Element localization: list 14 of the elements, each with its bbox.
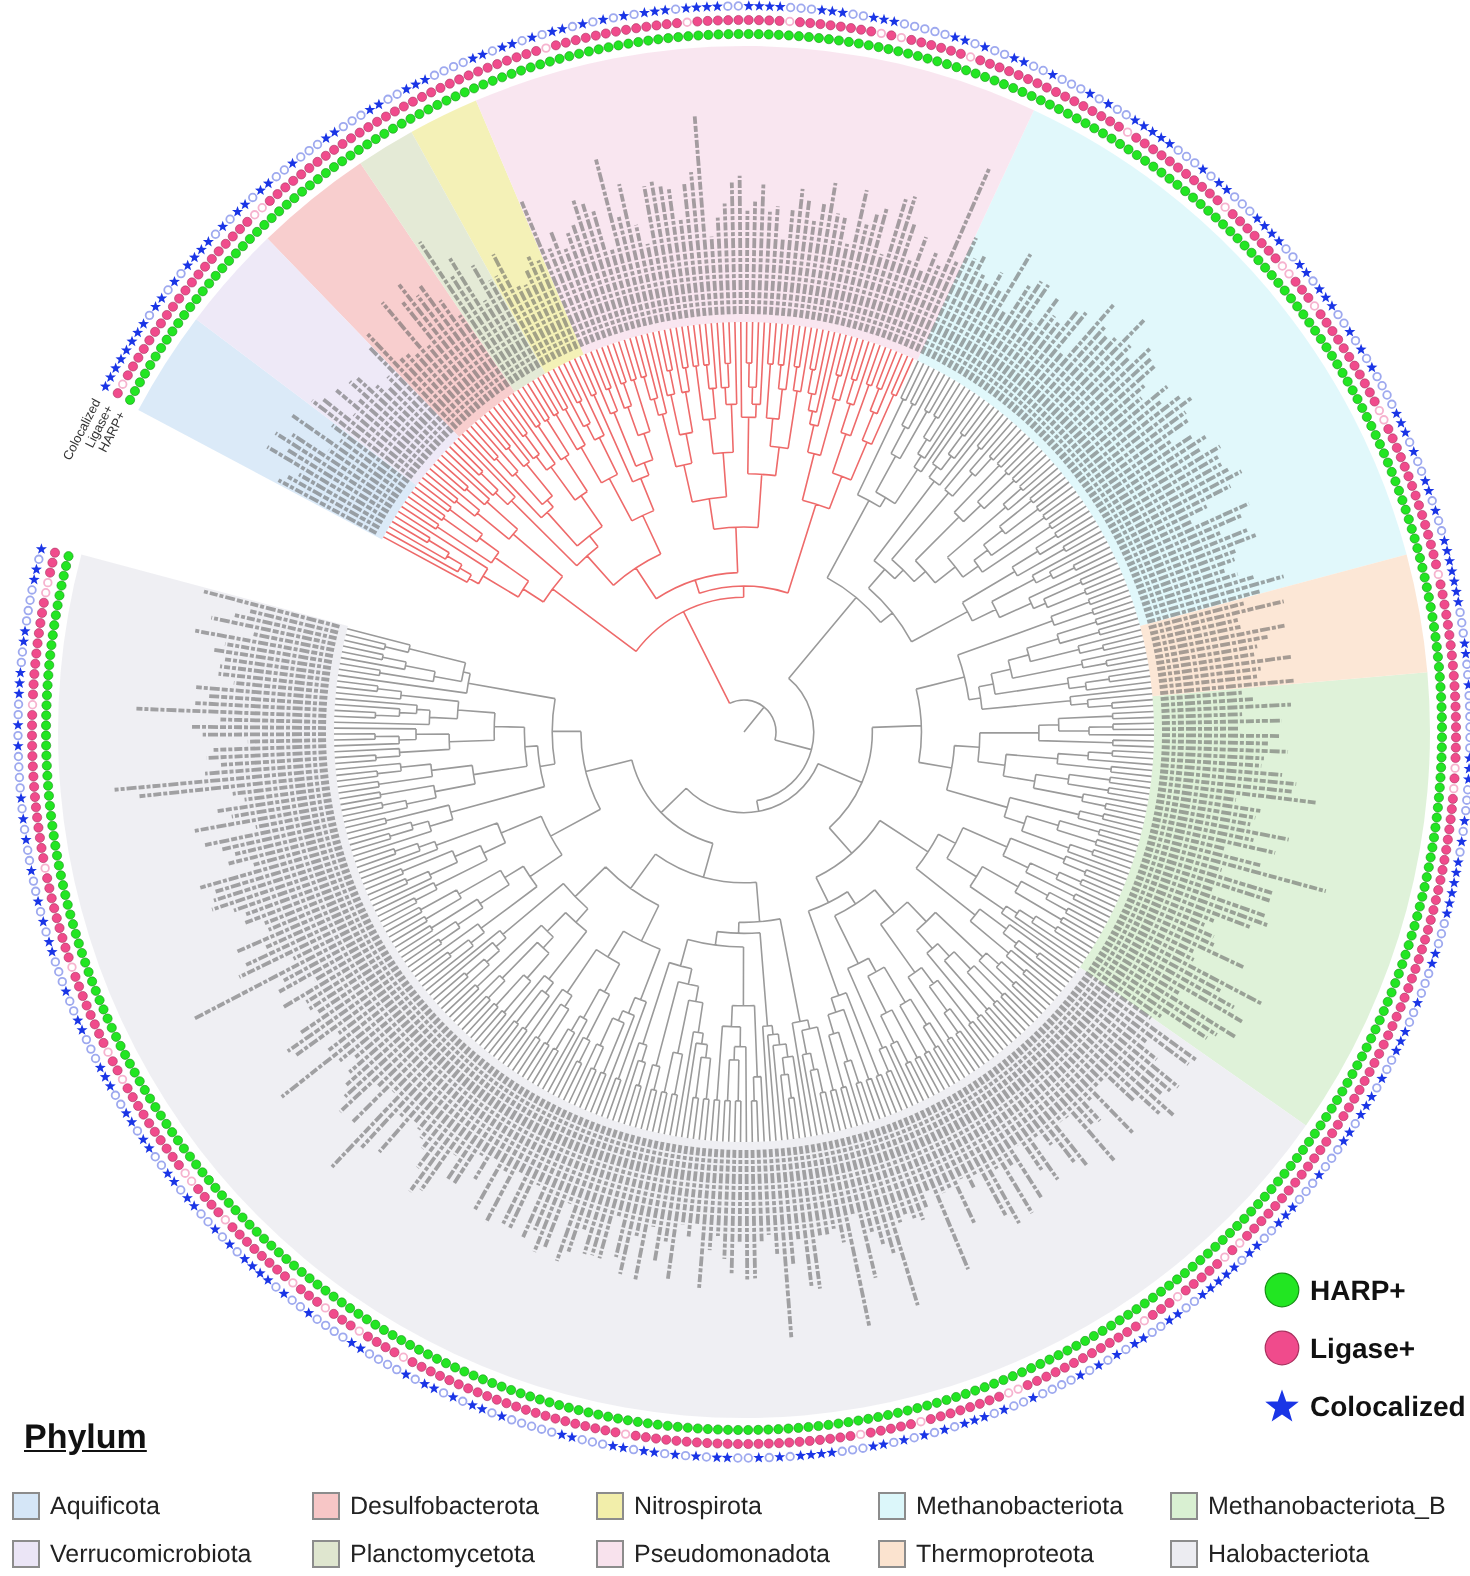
legend-label: HARP+ [1310,1274,1406,1306]
legend-label: Planctomycetota [350,1539,535,1569]
legend-label: Methanobacteriota [916,1491,1124,1521]
legend-label: Desulfobacterota [350,1491,540,1521]
legend-label: Thermoproteota [916,1539,1094,1569]
legend-label: Methanobacteriota_B [1208,1491,1446,1521]
legend-label: Ligase+ [1310,1332,1416,1364]
legend-label: Aquificota [50,1491,160,1521]
legend-label: Nitrospirota [634,1491,762,1521]
legend-heading: Phylum [24,1418,147,1458]
legend-label: Colocalized [1310,1390,1466,1422]
legend-label: Halobacteriota [1208,1539,1370,1569]
legend-label: Verrucomicrobiota [50,1539,252,1569]
legend-label: Pseudomonadota [634,1539,830,1569]
